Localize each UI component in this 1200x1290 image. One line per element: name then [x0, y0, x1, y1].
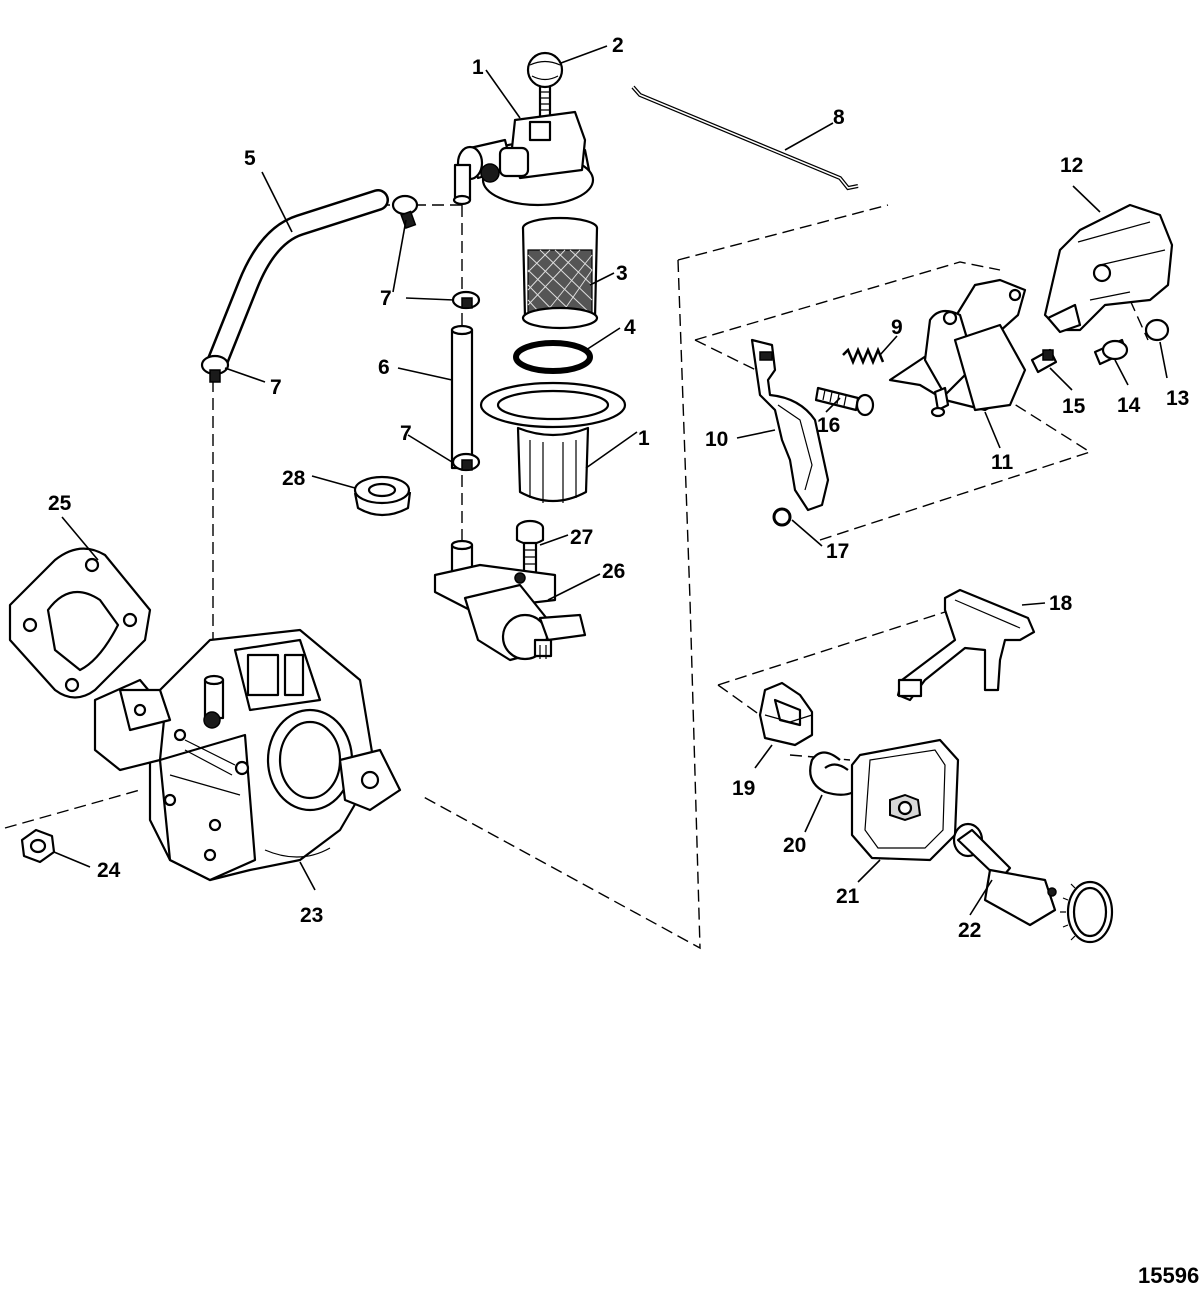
callout-1-top: 1 [472, 56, 484, 79]
part-22-knob [952, 822, 1114, 944]
part-16-screw [814, 386, 875, 417]
callout-17: 17 [826, 540, 849, 563]
callout-11: 11 [991, 451, 1014, 474]
callout-7-c: 7 [270, 376, 282, 399]
callout-22: 22 [958, 919, 981, 942]
part-1-filter-bowl [479, 381, 627, 503]
callout-2: 2 [612, 34, 624, 57]
part-1-filter-head [452, 83, 595, 207]
part-25-gasket [8, 547, 152, 699]
part-11-bracket [888, 278, 1027, 418]
callout-24: 24 [97, 859, 121, 882]
part-13-plug [1144, 318, 1170, 342]
leader-lines [53, 45, 1168, 916]
callout-23: 23 [300, 904, 323, 927]
callout-9: 9 [891, 316, 903, 339]
part-17-washer [772, 507, 792, 527]
part-9-spring [842, 346, 885, 366]
callout-27: 27 [570, 526, 593, 549]
callout-20: 20 [783, 834, 806, 857]
callout-7-b: 7 [400, 422, 412, 445]
part-23-carburetor [93, 628, 402, 882]
part-24-nut [20, 828, 56, 864]
part-28-bushing [353, 475, 412, 517]
callout-19: 19 [732, 777, 755, 800]
part-26-fuel-connector [433, 539, 587, 662]
callout-15: 15 [1062, 395, 1086, 418]
callout-10: 10 [705, 428, 728, 451]
assembly-lines [4, 204, 1149, 950]
callout-3: 3 [616, 262, 628, 285]
callout-21: 21 [836, 885, 860, 908]
callout-4: 4 [624, 316, 636, 339]
part-6-fuel-line [450, 324, 474, 470]
callout-13: 13 [1166, 387, 1189, 410]
callout-labels: 1 2 1 3 4 5 6 7 7 7 7 8 9 10 11 12 13 14… [48, 34, 1189, 942]
callout-14: 14 [1117, 394, 1141, 417]
callout-18: 18 [1049, 592, 1073, 615]
part-7-clamps [200, 194, 481, 472]
part-14-screw [1093, 338, 1129, 366]
callout-12: 12 [1060, 154, 1083, 177]
part-21-knob-plate [850, 738, 960, 862]
callout-25: 25 [48, 492, 72, 515]
callout-28: 28 [282, 467, 306, 490]
callout-26: 26 [602, 560, 625, 583]
part-15-screw [1030, 348, 1058, 374]
callout-6: 6 [378, 356, 390, 379]
callout-16: 16 [817, 414, 840, 437]
callout-8: 8 [833, 106, 845, 129]
part-10-cam-lever [750, 338, 830, 512]
part-19-clamp-block [758, 681, 814, 747]
callout-1-bowl: 1 [638, 427, 650, 450]
part-3-filter-element [521, 216, 599, 330]
part-20-washer [809, 751, 863, 796]
part-12-cover [1043, 203, 1174, 334]
callout-5: 5 [244, 147, 256, 170]
part-4-o-ring [513, 340, 593, 374]
figure-number: 15596 [1138, 1263, 1199, 1288]
part-27-screw [515, 519, 545, 575]
part-18-lever [896, 588, 1036, 702]
part-8-link-rod [631, 85, 859, 191]
part-5-fuel-hose [207, 189, 389, 371]
callout-7-a: 7 [380, 287, 392, 310]
part-2-cap [526, 51, 564, 89]
